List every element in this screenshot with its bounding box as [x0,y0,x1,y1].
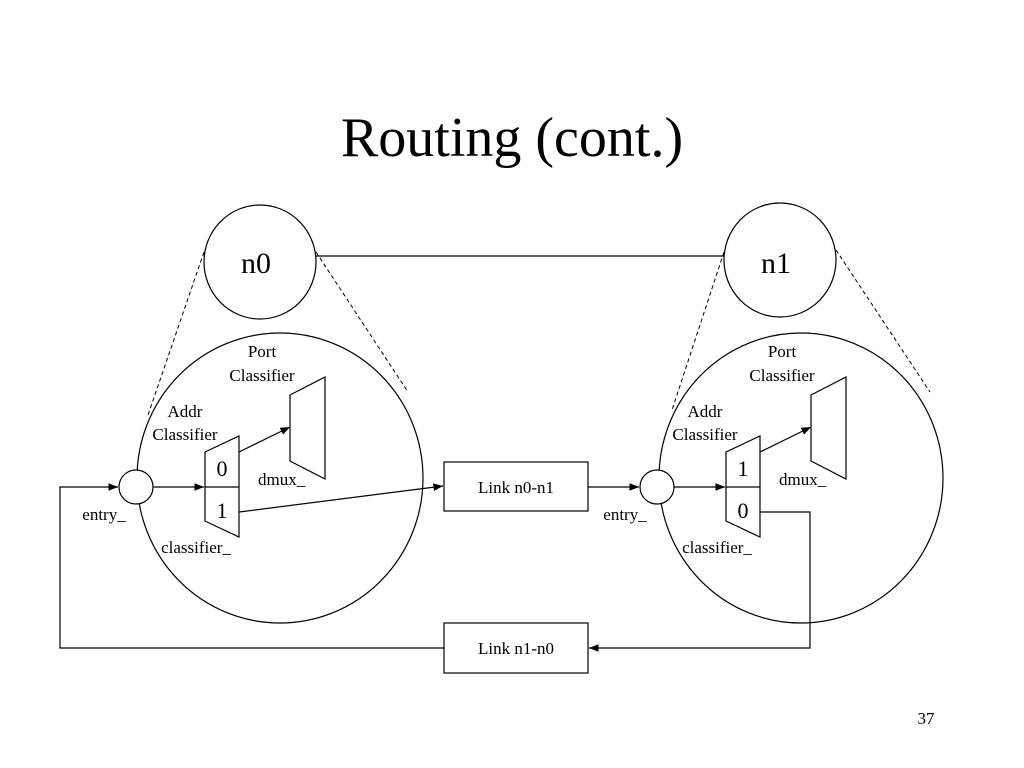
node-n0 [203,204,317,320]
link-n1-n0-label: Link n1-n0 [478,639,554,658]
n0-addr-classifier-label-1: Addr [168,402,203,421]
n1-addr-classifier-label-2: Classifier [672,425,737,444]
n1-slot0-to-link-arrow [589,511,811,652]
n1-entry-circle [639,469,675,505]
n1-slot-bottom: 0 [738,498,749,523]
n0-addr-classifier-label-2: Classifier [152,425,217,444]
node-n1-label: n1 [761,247,791,280]
zoom-line-n1-right [835,249,931,393]
n0-slot-bottom: 1 [217,498,228,523]
page-number: 37 [918,709,936,728]
n0-dmux-label: dmux_ [258,470,306,489]
n0-dmux-shape [289,376,326,480]
n1-dmux-shape [810,376,847,480]
zoom-line-n1-left [671,251,725,411]
n0-slot1-to-link-arrow [238,483,444,513]
n1-entry-label: entry_ [603,505,647,524]
n0-slot-top: 0 [217,456,228,481]
n1-port-classifier-label-2: Classifier [749,366,814,385]
zoom-line-n0-right [315,251,409,393]
n1-addr-classifier-label-1: Addr [688,402,723,421]
link-n0-n1-label: Link n0-n1 [478,478,554,497]
n0-port-classifier-label-1: Port [248,342,277,361]
zoom-line-n0-left [147,251,205,416]
n0-classifier-label: classifier_ [161,538,231,557]
n1-slot-top: 1 [738,456,749,481]
node-n0-label: n0 [241,247,271,280]
link-to-n0-entry-arrow [59,483,444,649]
n0-entry-circle [118,469,154,505]
n0-port-classifier-label-2: Classifier [229,366,294,385]
n0-slot0-to-dmux-arrow [238,426,291,453]
node-n1 [723,202,837,318]
n0-entry-label: entry_ [82,505,126,524]
n1-classifier-label: classifier_ [682,538,752,557]
n1-dmux-label: dmux_ [779,470,827,489]
n1-port-classifier-label-1: Port [768,342,797,361]
link-n0-n1-box [443,461,589,512]
slide-title: Routing (cont.) [341,107,683,169]
n1-slot1-to-dmux-arrow [759,426,812,453]
